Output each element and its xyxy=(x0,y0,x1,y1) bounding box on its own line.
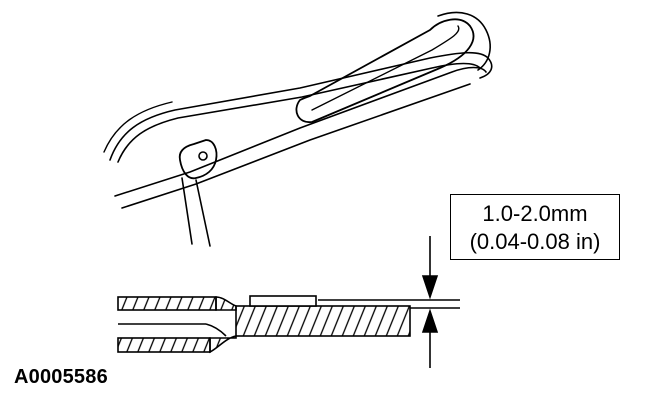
pliers-jaw-left xyxy=(181,177,193,245)
dimension-label-box: 1.0-2.0mm (0.04-0.08 in) xyxy=(450,194,620,260)
pliers-pivot-rivet-icon xyxy=(198,151,208,161)
hose-step-lower xyxy=(209,335,237,354)
pliers-handle-lower xyxy=(114,66,487,197)
dimension-indicator xyxy=(318,236,460,368)
hose-bore-step xyxy=(205,323,227,337)
hose-clamp-band xyxy=(249,295,317,307)
dimension-arrow-down-icon xyxy=(421,275,439,300)
pliers-handle-upper-inner xyxy=(117,62,481,163)
pliers-handle-upper-edge xyxy=(103,101,173,153)
pliers-handle-upper xyxy=(109,51,493,161)
pliers-loop-handle-inner xyxy=(311,25,460,111)
pliers-pivot-collar xyxy=(178,139,218,180)
pliers-handle-lower-inner xyxy=(121,83,471,209)
hose-step-upper xyxy=(215,296,237,311)
pliers-jaw-right xyxy=(195,179,211,247)
dimension-arrow-up-icon xyxy=(421,308,439,333)
pliers-loop-outer xyxy=(437,11,491,71)
dimension-metric: 1.0-2.0mm xyxy=(482,201,588,226)
figure-id: A0005586 xyxy=(14,366,108,388)
hose-lower-wall-left xyxy=(117,337,211,353)
hose-cross-section xyxy=(117,295,411,354)
pliers-loop-handle xyxy=(295,18,475,123)
hose-upper-wall-left xyxy=(117,296,217,311)
hose-upper-wall-right xyxy=(235,305,411,337)
pliers-illustration xyxy=(103,11,493,247)
dimension-imperial: (0.04-0.08 in) xyxy=(469,229,601,254)
